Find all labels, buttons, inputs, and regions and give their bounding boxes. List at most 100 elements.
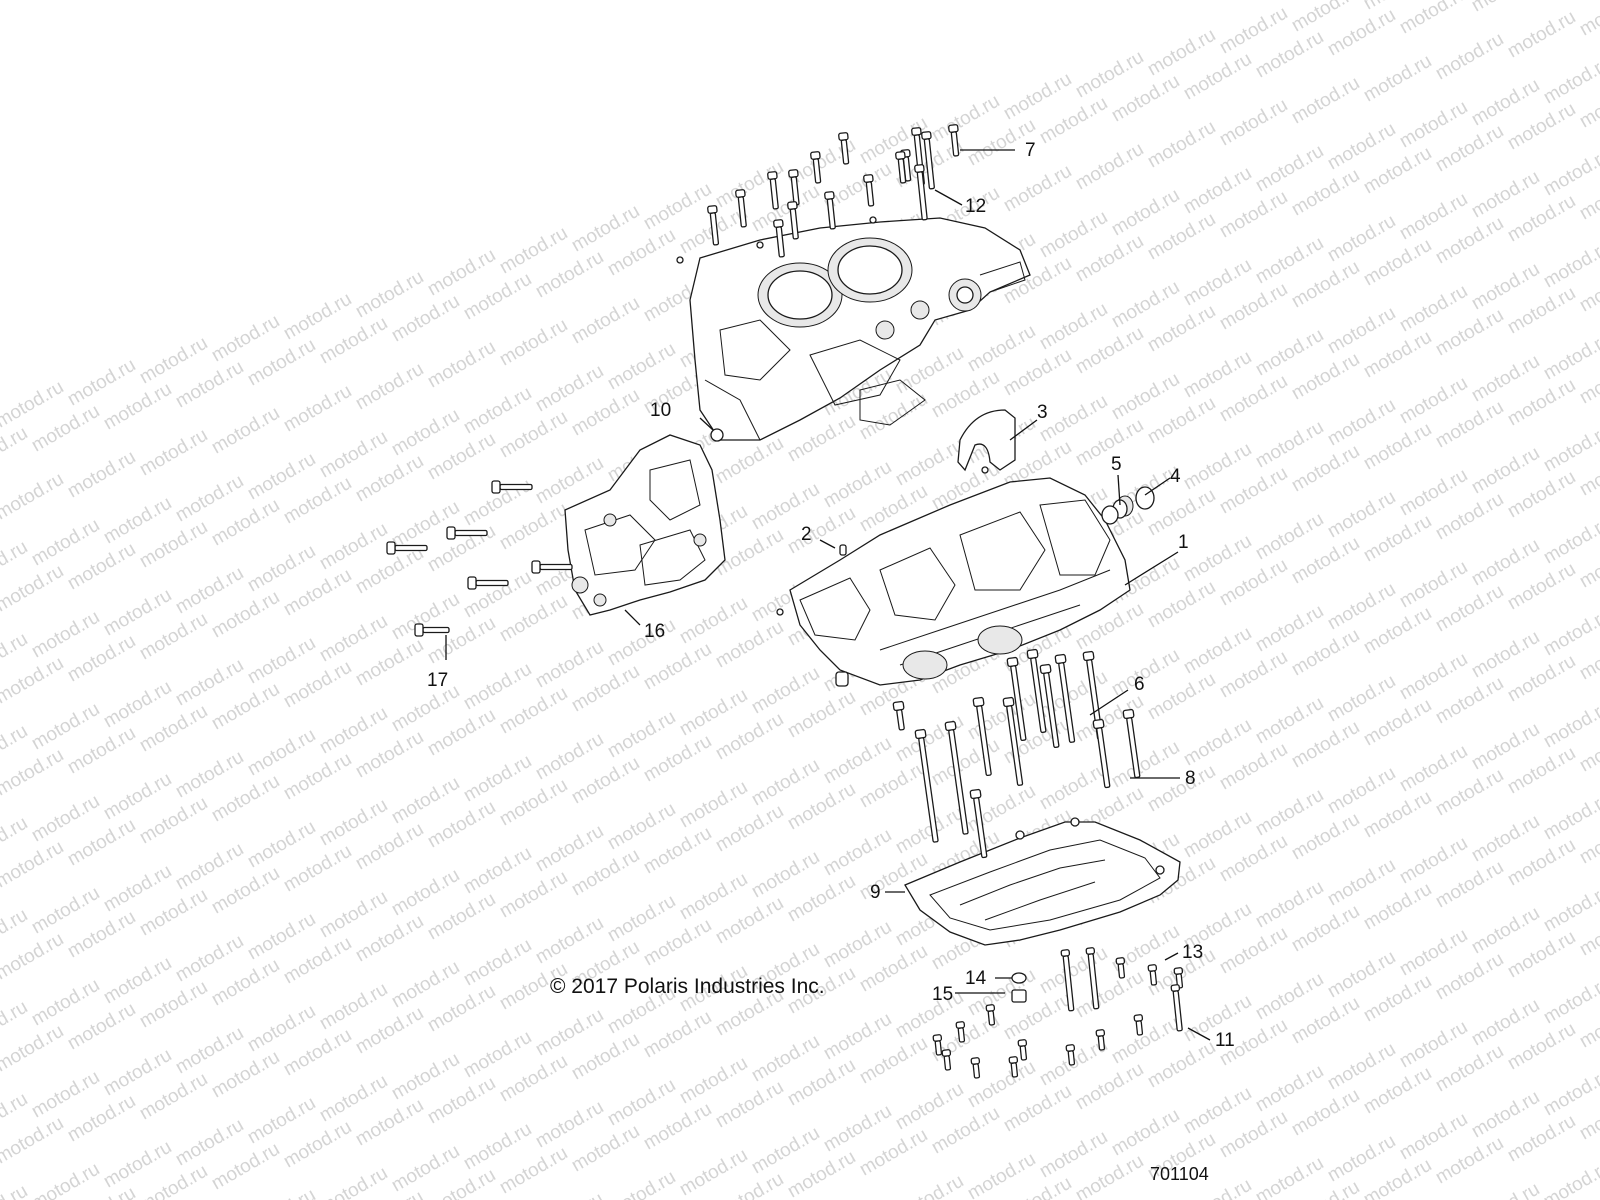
pan-bolt [1060,949,1075,1012]
crankcase-bolt [948,124,960,157]
watermark-text: motod.ru [1144,117,1219,173]
watermark-text: motod.ru [1540,789,1600,845]
bearing-cap-part [957,409,1016,472]
watermark-text: motod.ru [1540,973,1600,1029]
pan-bolt [941,1049,952,1071]
long-bolt [1054,653,1076,743]
cover-bolt [446,526,488,540]
crankcase-cover [564,434,726,616]
watermark-text: motod.ru [1540,605,1600,661]
watermark-text: motod.ru [0,423,31,479]
long-bolt [1039,663,1060,748]
lower-crankcase [776,466,1131,686]
pan-bolt [1133,1014,1144,1036]
upper-crankcase [676,216,1031,441]
watermark-text: motod.ru [316,1163,391,1200]
watermark-text: motod.ru [0,1021,67,1077]
callout-6: 6 [1134,674,1145,695]
watermark-text: motod.ru [0,561,67,617]
figure-number: 701104 [1150,1164,1209,1184]
callout-3: 3 [1037,402,1048,423]
pan-bolt [1170,984,1183,1032]
callout-7: 7 [1025,140,1036,161]
cover-bolts [386,480,573,637]
callout-4: 4 [1170,466,1181,487]
callout-15: 15 [932,984,953,1005]
watermark-text: motod.ru [1072,139,1147,195]
pan-bolt [1095,1029,1106,1051]
watermark-text: motod.ru [1216,95,1291,151]
watermark-text: motod.ru [0,653,67,709]
long-bolt [944,720,969,835]
watermark-text: motod.ru [1252,1153,1327,1200]
pan-bolt [1017,1039,1028,1061]
crankcase-bolt [735,189,747,228]
crankcase-bolt [810,151,822,184]
watermark-text: motod.ru [532,1189,607,1200]
dowel-pins [710,428,1027,1003]
watermark-text: motod.ru [0,745,67,801]
long-bolt [1002,696,1024,786]
watermark-text: motod.ru [1396,0,1471,38]
long-bolt [969,788,988,859]
crankcase-bolt [707,205,720,246]
watermark-text: motod.ru [64,447,139,503]
watermark-text: motod.ru [1540,145,1600,201]
callout-5: 5 [1111,454,1122,475]
watermark-text: motod.ru [1540,329,1600,385]
crankcase-bolt [787,201,799,240]
watermark-text: motod.ru [1504,7,1579,63]
callout-11: 11 [1215,1030,1235,1051]
oil-pan [904,817,1181,946]
pan-bolt [970,1057,981,1079]
pan-bolt [955,1021,966,1043]
watermark-text: motod.ru [1540,1065,1600,1121]
watermark-text: motod.ru [424,337,499,393]
watermark-text: motod.ru [1540,421,1600,477]
cover-bolt [491,480,533,494]
crankcase-bolt [824,191,836,230]
long-bolt [1006,656,1027,741]
cover-bolt [467,576,509,590]
watermark-text: motod.ru [1468,1179,1543,1200]
watermark-text: motod.ru [0,929,67,985]
watermark-text: motod.ru [496,315,571,371]
watermark-text: motod.ru [1540,513,1600,569]
watermark-text: motod.ru [1540,53,1600,109]
callout-16: 16 [644,621,665,642]
watermark-text: motod.ru [604,1167,679,1200]
watermark-text: motod.ru [28,1159,103,1200]
callout-12: 12 [965,196,986,217]
pan-bolt [1085,947,1100,1010]
watermark-text: motod.ru [0,837,67,893]
leader-lines [445,149,1211,1041]
long-bolt [972,696,992,777]
callout-labels: 1 2 3 4 5 6 7 8 9 10 11 12 13 14 15 16 1… [427,140,1235,1051]
watermark-text: motod.ru [1432,29,1507,85]
oil-pan-bolts [932,947,1184,1079]
watermark-text: motod.ru [1540,881,1600,937]
callout-2: 2 [801,524,812,545]
watermark-text: motod.ru [244,1185,319,1200]
crankcase-bolt [773,219,785,258]
crankcase-bolt [838,132,850,165]
watermark-text: motod.ru [0,1181,31,1200]
callout-1: 1 [1178,532,1189,553]
watermark-text: motod.ru [136,425,211,481]
crankcase-bolt [914,164,928,221]
long-bolt [1122,708,1141,779]
watermark-text: motod.ru [1540,237,1600,293]
watermark-text: motod.ru [0,1113,67,1169]
crankcase-bolt [863,174,875,207]
watermark-text: motod.ru [1468,0,1543,16]
upper-bolts [707,124,960,258]
long-bolt [892,700,905,731]
pan-bolt [932,1034,943,1056]
watermark-text: motod.ru [1288,73,1363,129]
pan-bolt [1115,957,1126,979]
cover-bolt [531,560,573,574]
callout-8: 8 [1185,768,1196,789]
watermark-text: motod.ru [208,403,283,459]
watermark-text: motod.ru [568,293,643,349]
watermark-text: motod.ru [892,1171,967,1200]
